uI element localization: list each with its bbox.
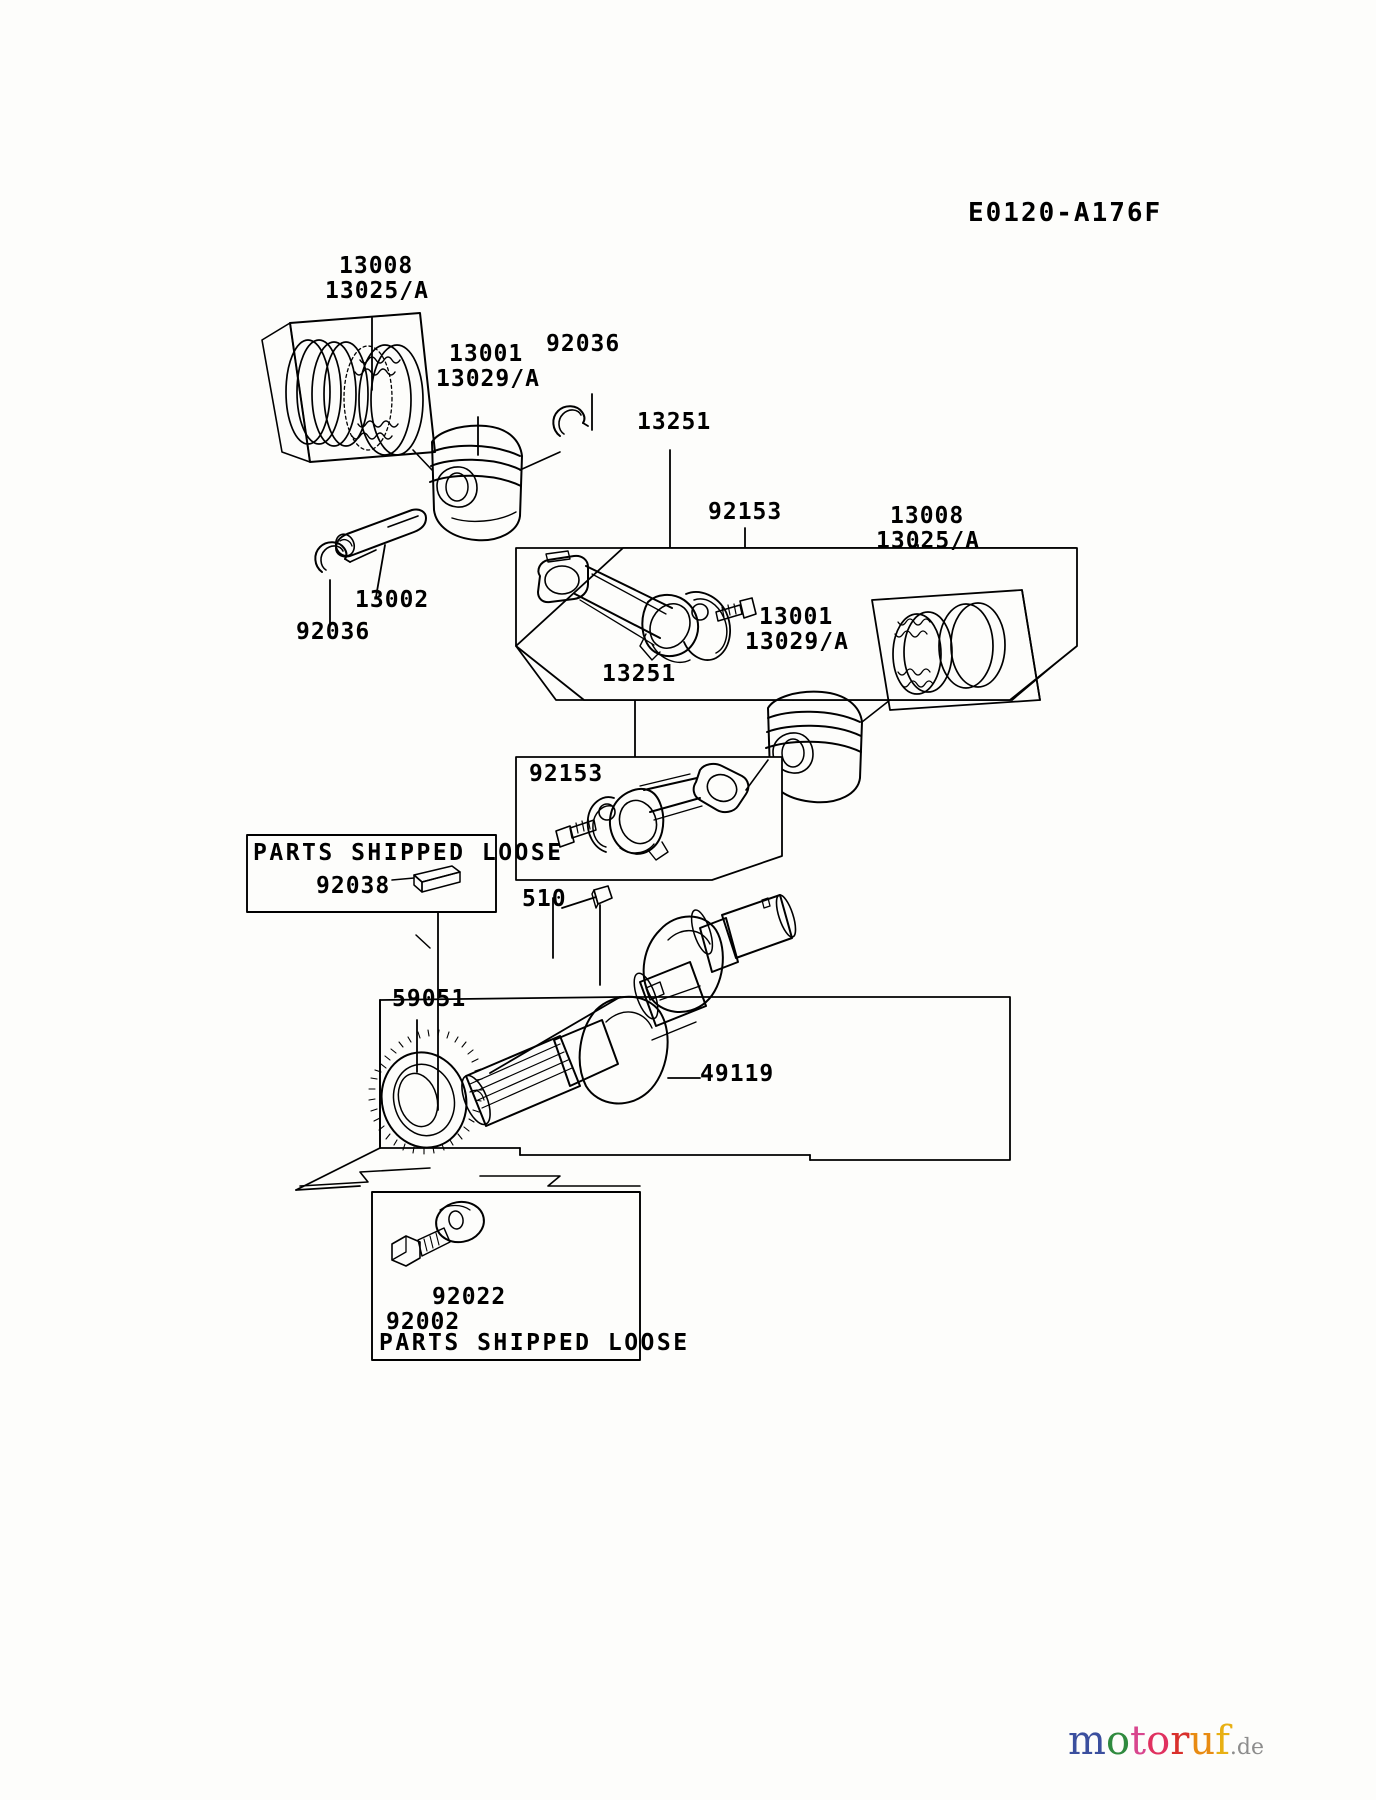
left-piston [429, 424, 523, 542]
label-13001-left: 13001 [449, 341, 524, 367]
label-13008-right: 13008 [890, 503, 965, 529]
diagram-title: E0120-A176F [968, 198, 1163, 228]
label-13002-piston-pin: 13002 [355, 587, 430, 613]
upper-conrod-bolt [715, 597, 757, 622]
crankshaft [461, 894, 797, 1127]
snap-ring-bottom [314, 541, 351, 573]
right-ring-set-frame [871, 589, 1041, 711]
washer-92022 [435, 1200, 485, 1244]
label-13251-lower: 13251 [602, 661, 677, 687]
parts-shipped-loose-bottom-label: PARTS SHIPPED LOOSE [379, 1330, 690, 1356]
left-piston-rings [285, 339, 424, 456]
label-92038-key: 92038 [316, 873, 391, 899]
label-13008-left: 13008 [339, 253, 414, 279]
label-49119-crankshaft: 49119 [700, 1061, 775, 1087]
bolt-92002 [391, 1227, 451, 1267]
snap-ring-top [552, 405, 589, 437]
right-piston-rings [892, 602, 1006, 695]
crankshaft-frame [295, 996, 1011, 1191]
left-ring-set-frame [261, 312, 436, 463]
label-92153-lower: 92153 [529, 761, 604, 787]
woodruff-key-92038 [391, 865, 461, 893]
label-13029a-left: 13029/A [436, 366, 540, 392]
lower-conrod-frame [515, 756, 783, 881]
label-13029a-right: 13029/A [745, 629, 849, 655]
upper-conrod-frame-poly [515, 547, 1078, 701]
label-92036-top: 92036 [546, 331, 621, 357]
parts-loose-top-box [246, 834, 497, 913]
motoruf-watermark: motoruf.de [1068, 1718, 1265, 1764]
label-92153-upper: 92153 [708, 499, 783, 525]
key-510 [591, 885, 613, 909]
label-13025a-left: 13025/A [325, 278, 429, 304]
right-piston [765, 690, 863, 804]
crank-gear-59051 [368, 1029, 483, 1155]
label-13025a-right: 13025/A [876, 528, 980, 554]
label-92036-bottom: 92036 [296, 619, 371, 645]
label-92002-bolt: 92002 [386, 1309, 461, 1335]
label-13251-upper: 13251 [637, 409, 712, 435]
label-13001-right: 13001 [759, 604, 834, 630]
exploded-guides [299, 449, 891, 1187]
parts-shipped-loose-top-label: PARTS SHIPPED LOOSE [253, 840, 564, 866]
piston-pin [334, 508, 427, 558]
label-59051-gear: 59051 [392, 986, 467, 1012]
lower-conrod-bolt [555, 818, 597, 848]
upper-connecting-rod [537, 550, 731, 663]
lower-connecting-rod [586, 762, 750, 861]
label-510-key: 510 [522, 886, 567, 912]
label-92022-washer: 92022 [432, 1284, 507, 1310]
